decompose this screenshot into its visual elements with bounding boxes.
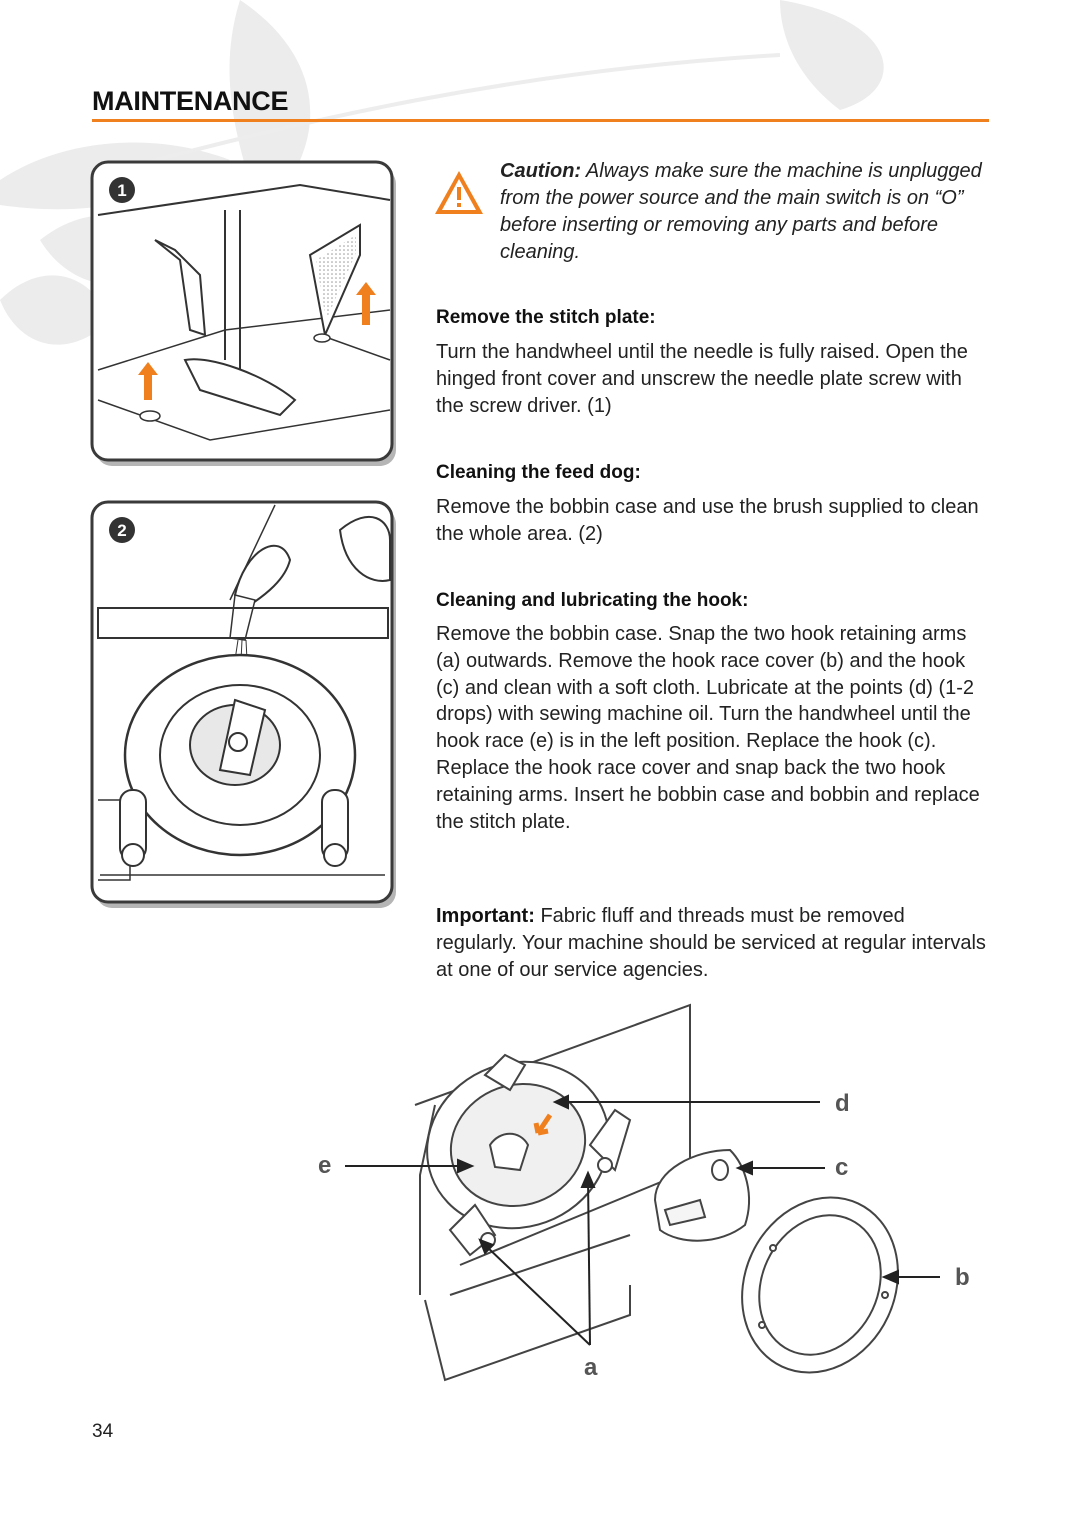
page-number: 34 <box>92 1421 114 1442</box>
caution-body: Always make sure the machine is unplugge… <box>500 160 982 263</box>
text-remove-stitch-plate: Turn the handwheel until the needle is f… <box>436 341 968 417</box>
heading-remove-stitch-plate: Remove the stitch plate: <box>436 307 656 328</box>
warning-triangle-icon <box>435 171 483 214</box>
figure-1-badge: 1 <box>117 181 126 200</box>
text-cleaning-feed-dog: Remove the bobbin case and use the brush… <box>436 496 979 545</box>
text-cleaning-lubricating-hook: Remove the bobbin case. Snap the two hoo… <box>436 623 980 833</box>
figure-hook-assembly: d e c b a <box>318 1003 970 1382</box>
figure-remove-stitch-plate: 1 <box>90 160 396 466</box>
important-label: Important: <box>436 905 535 927</box>
figure-2-badge: 2 <box>117 521 126 540</box>
important-notice: Important: Fabric fluff and threads must… <box>436 903 991 983</box>
label-b: b <box>955 1264 970 1291</box>
caution-text: Caution: Always make sure the machine is… <box>500 158 992 266</box>
heading-cleaning-feed-dog: Cleaning the feed dog: <box>436 462 641 483</box>
title-underline <box>92 119 989 122</box>
heading-cleaning-lubricating-hook: Cleaning and lubricating the hook: <box>436 590 749 611</box>
caution-label: Caution: <box>500 160 582 182</box>
important-body: Fabric fluff and threads must be removed… <box>436 905 986 981</box>
label-e: e <box>318 1152 331 1179</box>
label-c: c <box>835 1154 848 1181</box>
page-title: MAINTENANCE <box>92 86 289 116</box>
figure-cleaning-feed-dog: 2 <box>90 500 396 908</box>
label-d: d <box>835 1090 850 1117</box>
label-a: a <box>584 1354 598 1381</box>
